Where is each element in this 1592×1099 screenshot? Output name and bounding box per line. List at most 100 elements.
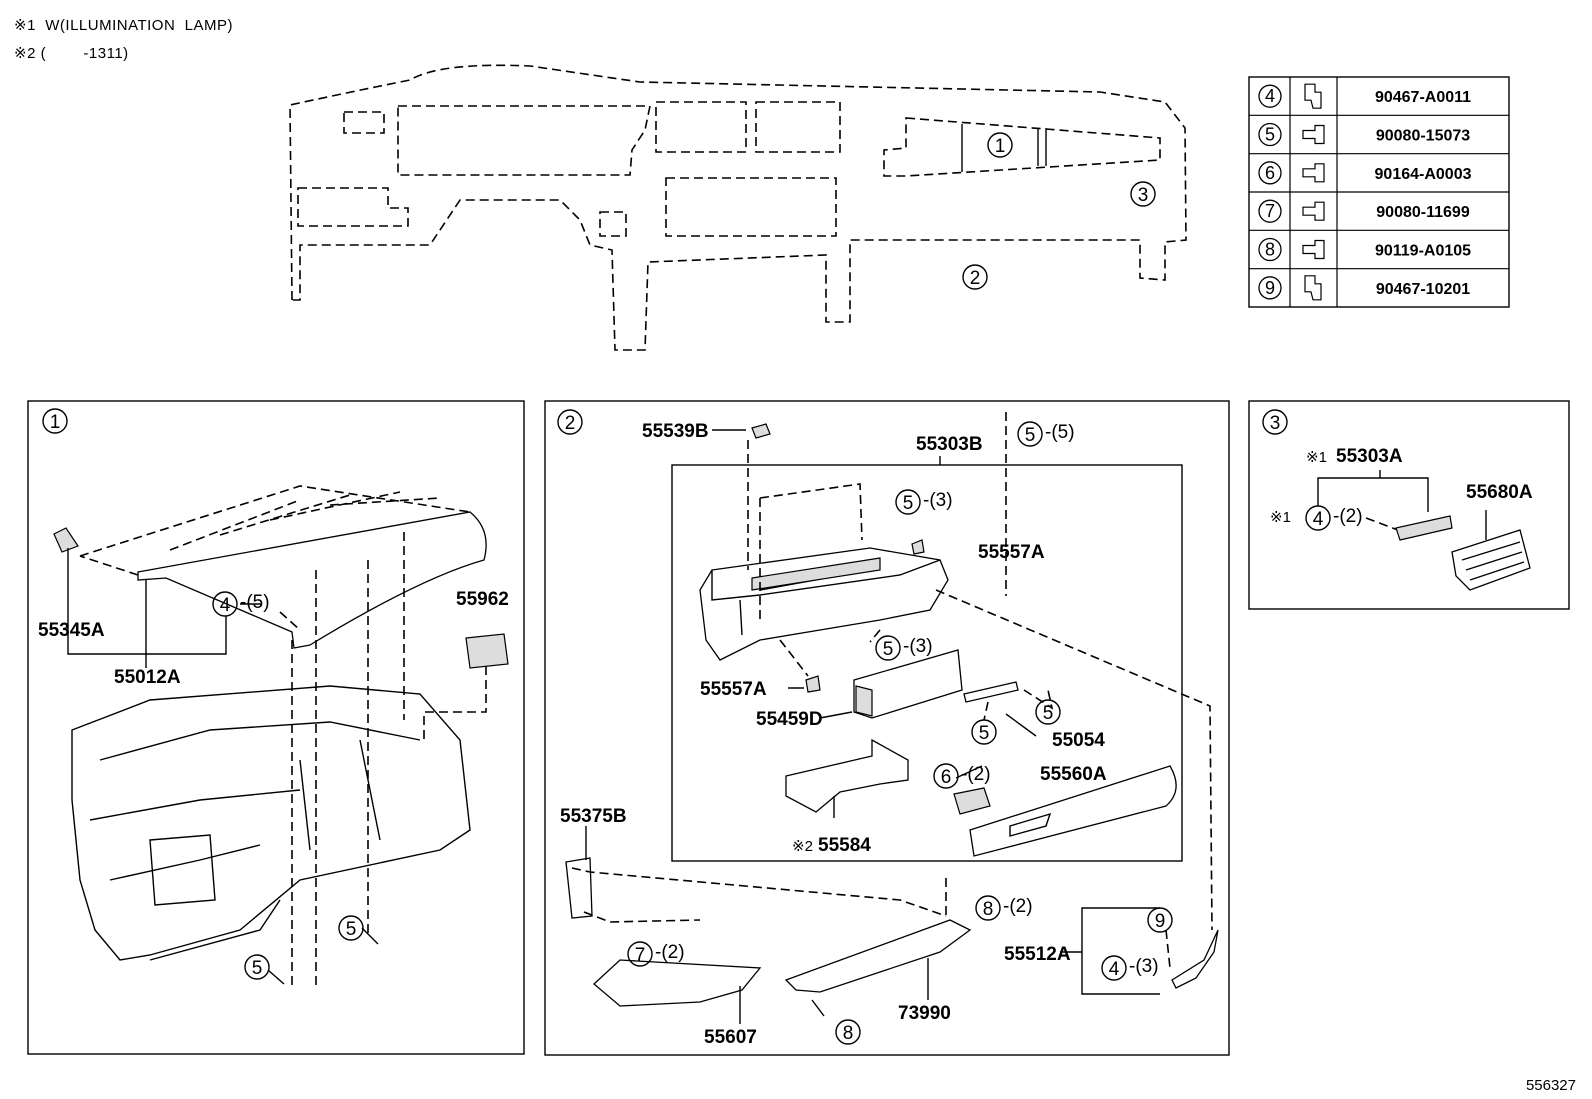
callout-5-upper: 5 -(3)	[895, 489, 953, 515]
panel-1: 1 55345A 55012A 55962	[27, 400, 525, 1055]
knee-outline	[599, 211, 627, 237]
note-serial-range: ※2 ( -1311)	[14, 45, 129, 62]
fastener-row: 8 90119-A0105	[1249, 229, 1509, 262]
fastener-part-number: 90467-A0011	[1375, 89, 1471, 106]
callout-5-top: 5 -(5)	[1017, 421, 1075, 447]
note-illumination-lamp: ※1 W(ILLUMINATION LAMP)	[14, 17, 233, 34]
dashboard-frame	[71, 685, 471, 961]
fastener-part-number: 90467-10201	[1376, 281, 1470, 298]
panel-1-solid-leaders	[67, 548, 227, 668]
ref-number: 6	[1265, 163, 1275, 183]
part-label-73990: 73990	[898, 1003, 951, 1024]
panel-1-ticks	[240, 603, 379, 985]
callout-label: 2	[970, 268, 981, 289]
part-label-55375b: 55375B	[560, 806, 627, 827]
ref-number: 9	[1265, 278, 1275, 298]
tray-end	[855, 685, 873, 717]
vent-55962-shape	[465, 633, 509, 669]
callout-8-lower: 8	[835, 1019, 861, 1045]
panel-3-border	[1248, 400, 1570, 610]
panel-3-index: 3	[1262, 409, 1288, 435]
panel-index-label: 1	[50, 412, 61, 433]
callout-label: 4	[1313, 509, 1324, 530]
screw-icon	[1302, 163, 1325, 183]
panel-1-leaders	[291, 532, 487, 990]
lamp-55303a-shape	[1395, 515, 1453, 541]
callout-6: 6 -(2)	[933, 763, 991, 789]
ref-circle	[1258, 199, 1282, 223]
under-cover-55607	[593, 959, 762, 1007]
part-label-55345a: 55345A	[38, 620, 105, 641]
part-label-55680a: 55680A	[1466, 482, 1533, 503]
part-label-55512a: 55512A	[1004, 944, 1071, 965]
screw-icon	[1302, 201, 1325, 221]
note-mark-2: ※2	[792, 838, 813, 855]
callout-5-panel1-b: 5	[338, 915, 364, 941]
left-vent-outline	[343, 111, 385, 134]
frame-opening	[149, 834, 216, 906]
callout-label: 4	[220, 595, 231, 616]
frame-ribs	[89, 721, 421, 961]
ref-number: 7	[1265, 201, 1275, 221]
overview-callout-2: 2	[962, 264, 988, 290]
ref-number: 8	[1265, 240, 1275, 260]
callout-label: 5	[1025, 425, 1036, 446]
callout-label: 1	[995, 136, 1006, 157]
panel-3: 3 ※1 55303A 55680A ※1 4 -(2)	[1248, 400, 1570, 610]
part-label-55557a: 55557A	[978, 542, 1045, 563]
callout-4-panel2: 4 -(3)	[1101, 955, 1159, 981]
ref-circle	[1258, 237, 1282, 262]
panel-1-leaders	[279, 611, 301, 631]
door-handle-recess	[1009, 812, 1052, 837]
part-label-55557a: 55557A	[700, 679, 767, 700]
callout-qty: -(2)	[655, 942, 685, 963]
bracket-55375b	[565, 857, 593, 919]
panel-1-border	[27, 400, 525, 1055]
dashboard-overview: 1 2 3	[289, 64, 1187, 351]
ref-number: 4	[1265, 86, 1275, 106]
panel-3-leaders	[1317, 470, 1429, 512]
part-label-55584: 55584	[818, 835, 871, 856]
ref-number: 5	[1265, 125, 1275, 145]
callout-label: 7	[635, 945, 646, 966]
left-lower-outline	[297, 187, 409, 227]
part-label-55459d: 55459D	[756, 709, 823, 730]
part-label-55054: 55054	[1052, 730, 1105, 751]
panel-2: 2	[544, 400, 1230, 1056]
callout-qty: -(3)	[923, 490, 953, 511]
fastener-part-number: 90119-A0105	[1375, 243, 1471, 260]
panel-2-border	[544, 400, 1230, 1056]
part-label-55303b: 55303B	[916, 434, 983, 455]
part-label-55962: 55962	[456, 589, 509, 610]
panel-2-index: 2	[557, 409, 583, 435]
overview-callout-3: 3	[1130, 181, 1156, 207]
dashboard-outline	[289, 64, 1187, 351]
callout-label: 5	[979, 723, 990, 744]
lower-center-outline	[665, 177, 837, 237]
callout-5-middle: 5 -(3)	[875, 635, 933, 661]
clip-icon	[1304, 83, 1322, 109]
note-mark-1: ※1	[1270, 509, 1291, 526]
callout-label: 9	[1155, 911, 1166, 932]
callout-label: 4	[1109, 959, 1120, 980]
callout-5-rod-right: 5	[1035, 699, 1061, 725]
fastener-part-number: 90080-11699	[1376, 204, 1470, 221]
panel-1-index: 1	[42, 408, 68, 434]
fastener-row: 9 90467-10201	[1249, 268, 1509, 301]
plate-55584	[785, 738, 909, 813]
pad-hidden-edge	[79, 485, 471, 557]
callout-4-panel3: 4 -(2)	[1305, 505, 1363, 531]
glove-box-tray	[853, 649, 963, 719]
note-mark-1: ※1	[1306, 449, 1327, 466]
passenger-upper-outline	[883, 117, 1161, 177]
part-label-55539b: 55539B	[642, 421, 709, 442]
cushion-55557a-shape	[911, 539, 925, 555]
housing-slot	[751, 557, 881, 591]
glove-box-inner-border	[671, 464, 1183, 862]
panel-73990	[784, 919, 972, 993]
callout-label: 5	[903, 493, 914, 514]
